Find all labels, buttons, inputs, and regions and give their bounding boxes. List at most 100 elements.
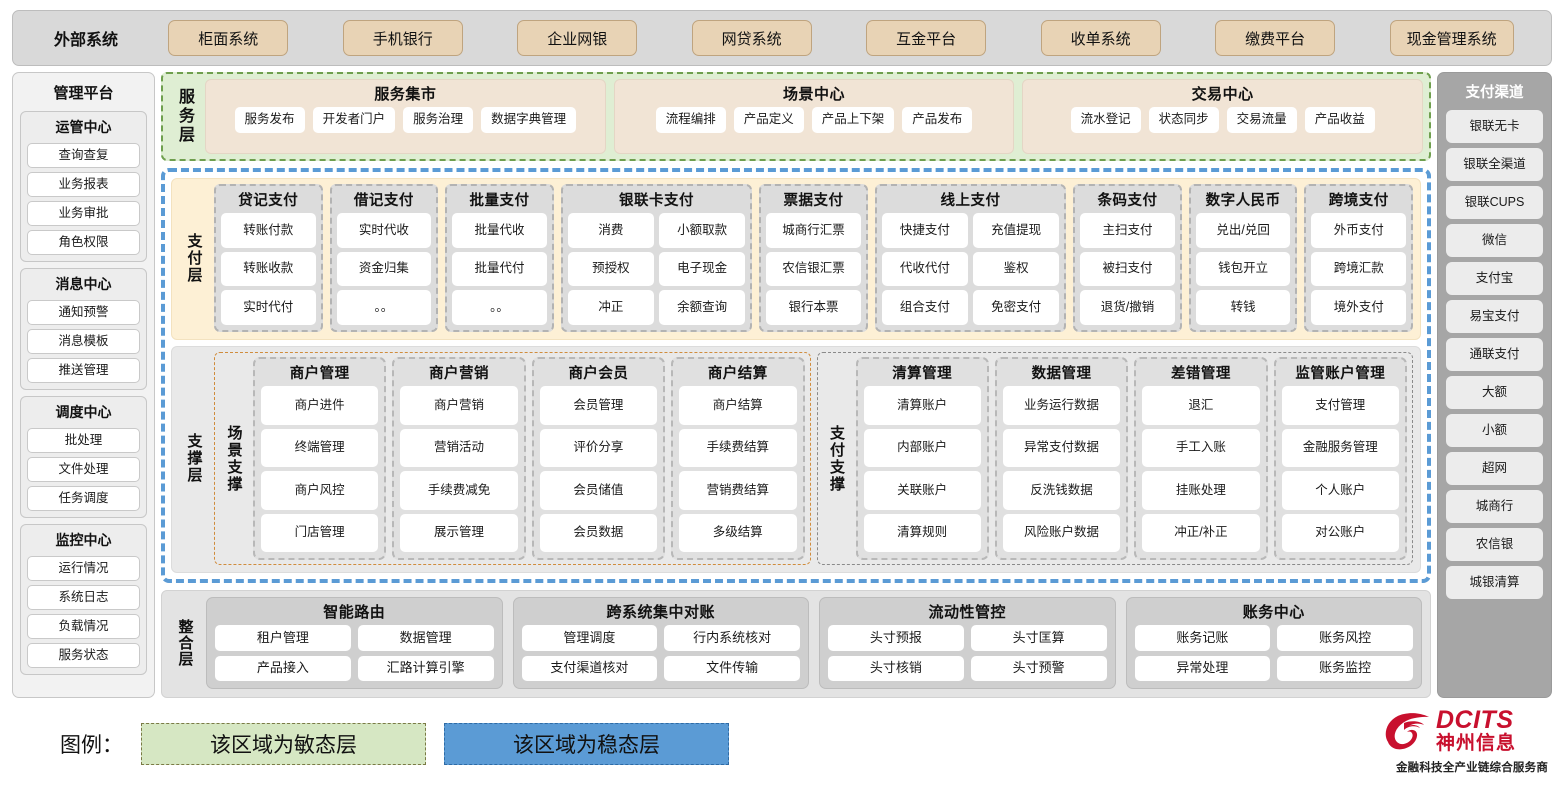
external-system-chip[interactable]: 企业网银 (517, 20, 637, 56)
payment-channel-item[interactable]: 城商行 (1446, 490, 1543, 523)
service-item[interactable]: 服务治理 (403, 107, 473, 133)
integration-item[interactable]: 行内系统核对 (664, 625, 800, 651)
payment-item[interactable]: 余额查询 (659, 290, 745, 325)
payment-item[interactable]: 农信银汇票 (766, 252, 861, 287)
support-item[interactable]: 营销活动 (400, 429, 517, 468)
payment-item[interactable]: 跨境汇款 (1311, 252, 1406, 287)
support-item[interactable]: 多级结算 (679, 514, 796, 553)
payment-item[interactable]: 批量代付 (452, 252, 547, 287)
management-item[interactable]: 推送管理 (27, 358, 140, 383)
payment-channel-item[interactable]: 银联全渠道 (1446, 148, 1543, 181)
service-item[interactable]: 流程编排 (656, 107, 726, 133)
integration-item[interactable]: 文件传输 (664, 656, 800, 682)
management-item[interactable]: 任务调度 (27, 486, 140, 511)
payment-item[interactable]: 转钱 (1196, 290, 1291, 325)
management-item[interactable]: 文件处理 (27, 457, 140, 482)
payment-item[interactable]: 转账付款 (221, 213, 316, 248)
support-item[interactable]: 会员储值 (540, 471, 657, 510)
payment-item[interactable]: 组合支付 (882, 290, 968, 325)
payment-item[interactable]: 实时代收 (337, 213, 432, 248)
service-item[interactable]: 数据字典管理 (481, 107, 576, 133)
payment-item[interactable]: 电子现金 (659, 252, 745, 287)
integration-item[interactable]: 账务监控 (1277, 656, 1413, 682)
payment-item[interactable]: 兑出/兑回 (1196, 213, 1291, 248)
management-item[interactable]: 系统日志 (27, 585, 140, 610)
integration-item[interactable]: 异常处理 (1135, 656, 1271, 682)
service-item[interactable]: 产品上下架 (812, 107, 895, 133)
payment-channel-item[interactable]: 易宝支付 (1446, 300, 1543, 333)
integration-item[interactable]: 租户管理 (215, 625, 351, 651)
external-system-chip[interactable]: 互金平台 (866, 20, 986, 56)
integration-item[interactable]: 账务记账 (1135, 625, 1271, 651)
support-item[interactable]: 商户风控 (261, 471, 378, 510)
payment-item[interactable]: 转账收款 (221, 252, 316, 287)
support-item[interactable]: 关联账户 (864, 471, 981, 510)
payment-channel-item[interactable]: 通联支付 (1446, 338, 1543, 371)
payment-item[interactable]: 被扫支付 (1080, 252, 1175, 287)
payment-channel-item[interactable]: 大额 (1446, 376, 1543, 409)
payment-channel-item[interactable]: 超网 (1446, 452, 1543, 485)
support-item[interactable]: 风险账户数据 (1003, 514, 1120, 553)
integration-item[interactable]: 头寸预警 (971, 656, 1107, 682)
payment-channel-item[interactable]: 微信 (1446, 224, 1543, 257)
support-item[interactable]: 内部账户 (864, 429, 981, 468)
payment-item[interactable]: 实时代付 (221, 290, 316, 325)
support-item[interactable]: 个人账户 (1282, 471, 1399, 510)
service-item[interactable]: 服务发布 (235, 107, 305, 133)
management-item[interactable]: 业务报表 (27, 172, 140, 197)
support-item[interactable]: 金融服务管理 (1282, 429, 1399, 468)
management-item[interactable]: 消息模板 (27, 329, 140, 354)
payment-item[interactable]: 退货/撤销 (1080, 290, 1175, 325)
support-item[interactable]: 会员管理 (540, 386, 657, 425)
service-item[interactable]: 产品定义 (734, 107, 804, 133)
management-item[interactable]: 业务审批 (27, 201, 140, 226)
support-item[interactable]: 清算账户 (864, 386, 981, 425)
integration-item[interactable]: 头寸预报 (828, 625, 964, 651)
support-item[interactable]: 业务运行数据 (1003, 386, 1120, 425)
external-system-chip[interactable]: 缴费平台 (1215, 20, 1335, 56)
management-item[interactable]: 批处理 (27, 428, 140, 453)
payment-channel-item[interactable]: 支付宝 (1446, 262, 1543, 295)
support-item[interactable]: 手续费结算 (679, 429, 796, 468)
support-item[interactable]: 对公账户 (1282, 514, 1399, 553)
external-system-chip[interactable]: 柜面系统 (168, 20, 288, 56)
support-item[interactable]: 手续费减免 (400, 471, 517, 510)
support-item[interactable]: 商户营销 (400, 386, 517, 425)
payment-item[interactable]: 资金归集 (337, 252, 432, 287)
payment-item[interactable]: 冲正 (568, 290, 654, 325)
payment-item[interactable]: 快捷支付 (882, 213, 968, 248)
payment-item[interactable]: 免密支付 (973, 290, 1059, 325)
payment-item[interactable]: 预授权 (568, 252, 654, 287)
support-item[interactable]: 挂账处理 (1142, 471, 1259, 510)
support-item[interactable]: 商户进件 (261, 386, 378, 425)
support-item[interactable]: 终端管理 (261, 429, 378, 468)
service-item[interactable]: 交易流量 (1227, 107, 1297, 133)
external-system-chip[interactable]: 现金管理系统 (1390, 20, 1514, 56)
management-item[interactable]: 查询查复 (27, 143, 140, 168)
payment-item[interactable]: 代收代付 (882, 252, 968, 287)
external-system-chip[interactable]: 收单系统 (1041, 20, 1161, 56)
payment-channel-item[interactable]: 城银清算 (1446, 566, 1543, 599)
management-item[interactable]: 负载情况 (27, 614, 140, 639)
service-item[interactable]: 流水登记 (1071, 107, 1141, 133)
support-item[interactable]: 冲正/补正 (1142, 514, 1259, 553)
service-item[interactable]: 产品发布 (902, 107, 972, 133)
payment-item[interactable]: 境外支付 (1311, 290, 1406, 325)
payment-item[interactable]: 城商行汇票 (766, 213, 861, 248)
payment-channel-item[interactable]: 银联CUPS (1446, 186, 1543, 219)
payment-item[interactable]: 。。 (337, 290, 432, 325)
integration-item[interactable]: 管理调度 (522, 625, 658, 651)
management-item[interactable]: 角色权限 (27, 230, 140, 255)
integration-item[interactable]: 支付渠道核对 (522, 656, 658, 682)
support-item[interactable]: 异常支付数据 (1003, 429, 1120, 468)
payment-item[interactable]: 鉴权 (973, 252, 1059, 287)
integration-item[interactable]: 账务风控 (1277, 625, 1413, 651)
support-item[interactable]: 评价分享 (540, 429, 657, 468)
support-item[interactable]: 清算规则 (864, 514, 981, 553)
payment-item[interactable]: 充值提现 (973, 213, 1059, 248)
integration-item[interactable]: 数据管理 (358, 625, 494, 651)
service-item[interactable]: 产品收益 (1305, 107, 1375, 133)
payment-item[interactable]: 消费 (568, 213, 654, 248)
support-item[interactable]: 会员数据 (540, 514, 657, 553)
payment-item[interactable]: 钱包开立 (1196, 252, 1291, 287)
